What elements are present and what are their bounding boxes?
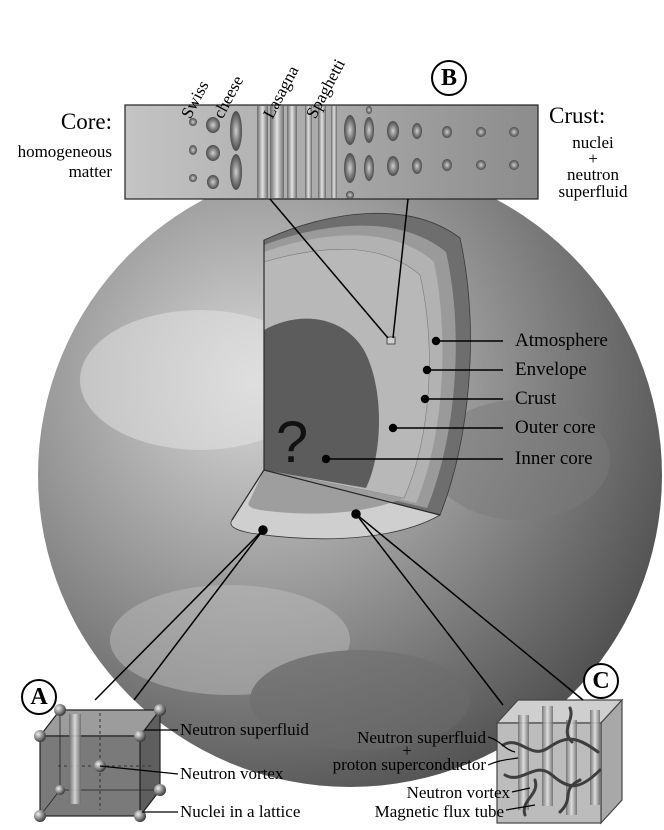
panel-a-label-nuclei: Nuclei in a lattice bbox=[180, 802, 301, 821]
panel-a-label-superfluid: Neutron superfluid bbox=[180, 720, 309, 739]
panel-c-label-vortex: Neutron vortex bbox=[406, 783, 510, 802]
crust-nuclei bbox=[344, 106, 519, 199]
core-desc-line2: matter bbox=[68, 162, 112, 181]
layer-label-outer-core: Outer core bbox=[515, 417, 596, 438]
crust-desc-line3: neutron bbox=[567, 165, 619, 184]
lasagna-phase bbox=[257, 106, 297, 198]
panel-c-label-flux: Magnetic flux tube bbox=[374, 802, 504, 821]
swiss-cheese-phase bbox=[189, 111, 242, 190]
vortex-rod bbox=[69, 714, 81, 804]
crust-desc-line4: superfluid bbox=[558, 182, 628, 201]
panel-c-label-superfluid: Neutron superfluid bbox=[357, 728, 486, 747]
badge-b-label: B bbox=[440, 65, 457, 91]
crust-title: Crust: bbox=[549, 103, 606, 128]
panel-c-leaders bbox=[487, 736, 536, 811]
inner-core-question-mark: ? bbox=[276, 410, 308, 475]
core-title: Core: bbox=[60, 109, 112, 134]
panel-c-zoom-lines bbox=[351, 509, 584, 706]
badge-c-label: C bbox=[592, 668, 610, 694]
layer-label-inner-core: Inner core bbox=[515, 448, 593, 469]
badge-c-circle bbox=[583, 663, 619, 699]
cutaway-bottom-inner bbox=[248, 470, 404, 514]
lattice-nuclei bbox=[34, 704, 166, 822]
layer-label-envelope: Envelope bbox=[515, 359, 587, 380]
badge-a-circle bbox=[21, 679, 57, 715]
panel-a-leaders bbox=[99, 729, 179, 813]
panel-a-lattice-cube bbox=[34, 704, 166, 822]
panel-c-label-superconductor: proton superconductor bbox=[332, 755, 486, 774]
magnetic-flux-tubes bbox=[501, 706, 602, 817]
crust-desc-line2: + bbox=[588, 149, 598, 168]
surface-mottling bbox=[80, 310, 610, 750]
neutron-star-sphere: ? bbox=[38, 163, 662, 787]
badge-a-label: A bbox=[30, 684, 48, 710]
layer-label-crust: Crust bbox=[515, 388, 557, 409]
crust-desc-line1: nuclei bbox=[572, 133, 614, 152]
inner-core-layer bbox=[264, 318, 380, 488]
panel-b-strip bbox=[124, 104, 539, 200]
spaghetti-phase bbox=[305, 106, 337, 198]
panel-a-label-vortex: Neutron vortex bbox=[180, 764, 284, 783]
panel-c-flux-cube bbox=[495, 698, 624, 825]
layer-leaders bbox=[321, 336, 503, 464]
neutron-vortices bbox=[518, 706, 600, 815]
zoom-marker-b bbox=[386, 336, 396, 345]
core-desc-line1: homogeneous bbox=[17, 142, 112, 161]
panel-b-zoom-lines bbox=[269, 198, 409, 339]
panel-a-zoom-lines bbox=[94, 525, 268, 701]
panel-c-label-plus: + bbox=[402, 741, 412, 760]
badge-b-circle bbox=[431, 60, 467, 96]
layer-label-atmosphere: Atmosphere bbox=[515, 330, 608, 351]
